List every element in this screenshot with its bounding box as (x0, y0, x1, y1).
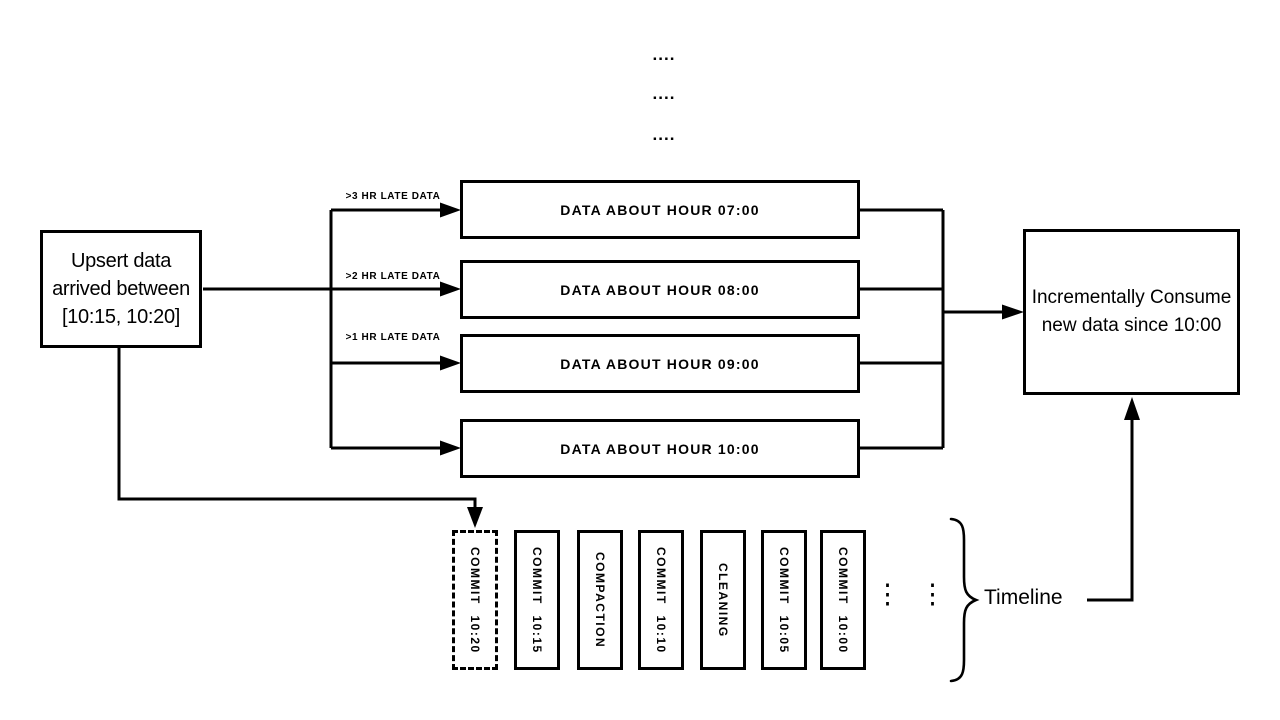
timeline-commit-box-1020: COMMIT 10:20 (452, 530, 498, 670)
timeline-label: Timeline (984, 586, 1063, 609)
late-data-label-2hr: >2 HR LATE DATA (345, 271, 441, 282)
arrowhead-up-consume-icon (1124, 397, 1140, 420)
timeline-compaction-box: COMPACTION (577, 530, 623, 670)
late-data-label-1hr: >1 HR LATE DATA (345, 332, 441, 343)
timeline-commit-box-1010: COMMIT 10:10 (638, 530, 684, 670)
continuation-dots-row: .... (652, 84, 676, 103)
timeline-cleaning-box: CLEANING (700, 530, 746, 670)
arrowhead-consume-icon (1002, 304, 1024, 320)
timeline-commit-box-1005: COMMIT 10:05 (761, 530, 807, 670)
upsert-data-line: [10:15, 10:20] (61, 306, 181, 328)
incremental-consume-line: Incrementally Consume (1031, 287, 1232, 308)
upsert-data-line: arrived between (52, 278, 190, 300)
arrowhead-hour-10-icon (440, 440, 461, 456)
arrowhead-commit-icon (467, 507, 483, 528)
continuation-dots-row: .... (652, 125, 676, 144)
upsert-data-line: Upsert data (70, 250, 172, 272)
arrowhead-hour-09-icon (440, 355, 461, 371)
continuation-dots-row: .... (652, 45, 676, 64)
timeline-ellipsis-icon: ⋮ (874, 579, 901, 609)
arrowhead-hour-07-icon (440, 202, 461, 218)
hour-data-box-0700: DATA ABOUT HOUR 07:00 (460, 180, 860, 239)
timeline-commit-box-1015: COMMIT 10:15 (514, 530, 560, 670)
hour-data-box-1000: DATA ABOUT HOUR 10:00 (460, 419, 860, 478)
upsert-data-box: Upsert data arrived between [10:15, 10:2… (40, 230, 202, 348)
incremental-consume-line: new data since 10:00 (1041, 315, 1222, 336)
arrowhead-hour-08-icon (440, 281, 461, 297)
late-data-label-3hr: >3 HR LATE DATA (345, 191, 441, 202)
upsert-to-timeline-line (117, 348, 477, 509)
timeline-to-consume-line (1087, 419, 1134, 602)
timeline-commit-box-1000: COMMIT 10:00 (820, 530, 866, 670)
incremental-consume-box: Incrementally Consume new data since 10:… (1023, 229, 1240, 395)
hour-data-box-0900: DATA ABOUT HOUR 09:00 (460, 334, 860, 393)
timeline-brace-icon (949, 517, 980, 683)
hour-data-box-0800: DATA ABOUT HOUR 08:00 (460, 260, 860, 319)
timeline-ellipsis-icon: ⋮ (919, 579, 946, 609)
